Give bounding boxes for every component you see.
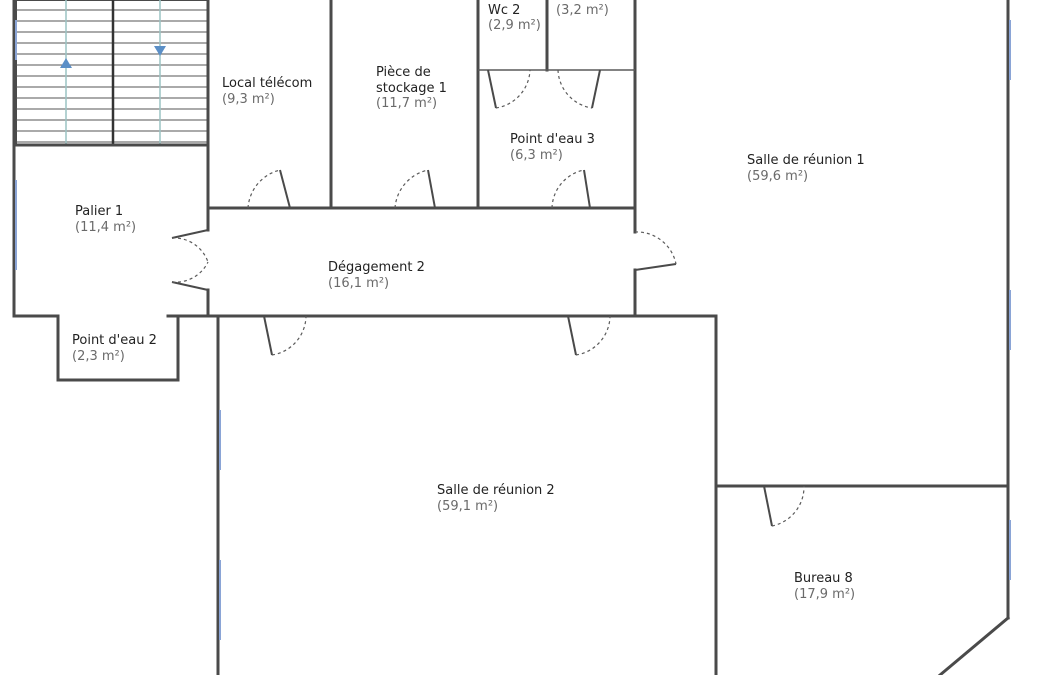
walls (12, 0, 1011, 675)
room-area-wc2: (2,9 m²) (488, 18, 541, 33)
room-area-point-eau-3: (6,3 m²) (510, 148, 563, 163)
room-area-salle-reunion-2: (59,1 m²) (437, 499, 498, 514)
stair-arrow-down-icon (154, 46, 166, 56)
room-label-wc2: Wc 2 (488, 3, 520, 18)
room-area-small: (3,2 m²) (556, 3, 609, 18)
staircase (15, 0, 209, 146)
room-labels: Wc 2 (2,9 m²) (3,2 m²) Local télécom (9,… (72, 3, 865, 602)
windows (15, 20, 1011, 640)
room-label-bureau-8: Bureau 8 (794, 571, 853, 586)
room-label-salle-reunion-1: Salle de réunion 1 (747, 153, 865, 168)
room-area-local-telecom: (9,3 m²) (222, 92, 275, 107)
room-area-degagement-2: (16,1 m²) (328, 276, 389, 291)
room-label-point-eau-2: Point d'eau 2 (72, 333, 157, 348)
room-label-palier-1: Palier 1 (75, 204, 123, 219)
room-label-point-eau-3: Point d'eau 3 (510, 132, 595, 147)
room-area-salle-reunion-1: (59,6 m²) (747, 169, 808, 184)
room-label-degagement-2: Dégagement 2 (328, 260, 425, 275)
room-label-salle-reunion-2: Salle de réunion 2 (437, 483, 555, 498)
room-area-point-eau-2: (2,3 m²) (72, 349, 125, 364)
doors (171, 69, 805, 527)
room-label-local-telecom: Local télécom (222, 76, 312, 91)
room-area-palier-1: (11,4 m²) (75, 220, 136, 235)
room-area-bureau-8: (17,9 m²) (794, 587, 855, 602)
room-label-stockage-line2: stockage 1 (376, 81, 447, 96)
room-label-stockage-line1: Pièce de (376, 65, 431, 80)
room-area-stockage: (11,7 m²) (376, 96, 437, 111)
stair-arrow-up-icon (60, 58, 72, 68)
